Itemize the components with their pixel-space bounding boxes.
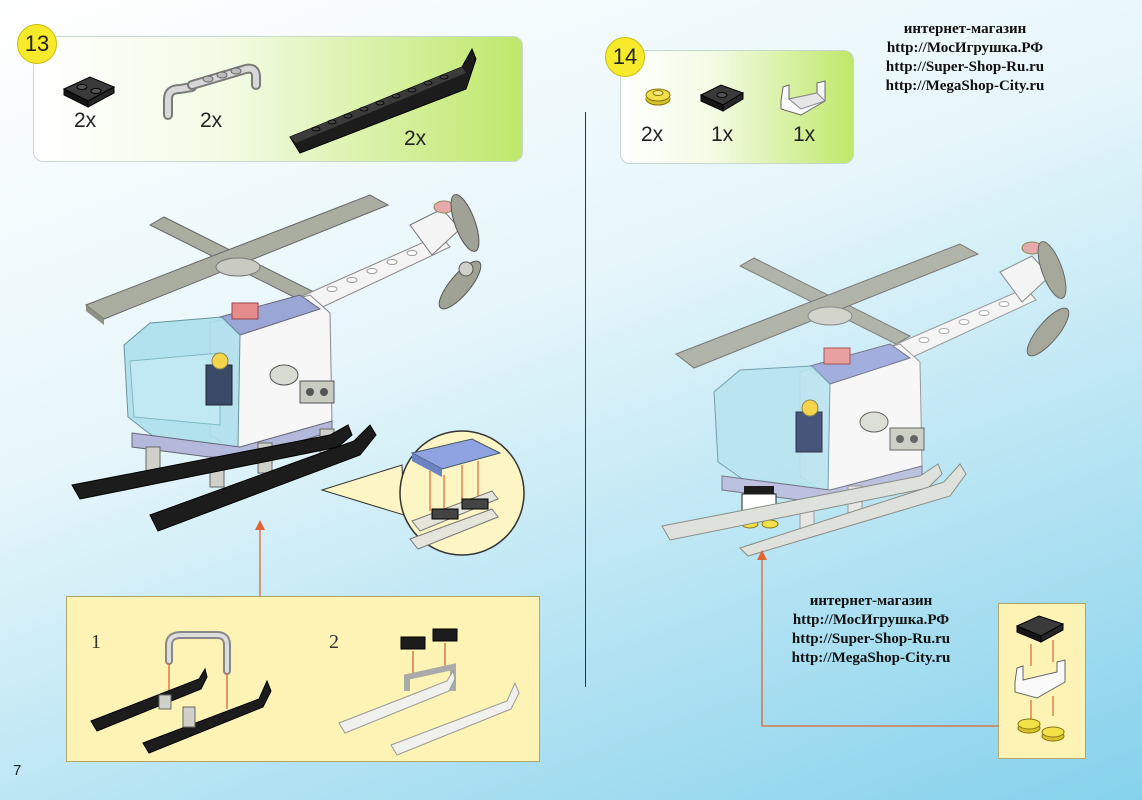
watermark-bottom: интернет-магазин http://МосИгрушка.РФ ht… [764,592,978,668]
step-13-parts-box: 2x 2x 2x [33,36,523,162]
black-skid-plate-icon [289,47,477,154]
watermark-top-line-4: http://MegaShop-City.ru [885,78,1045,94]
page-divider [585,112,586,687]
step-14-subassembly-illustration [1014,615,1066,742]
substep-1-illustration [90,631,272,754]
watermark-top-line-1: интернет-магазин [903,21,1027,37]
step-14-connector-arrow [757,550,1002,727]
step-14-helicopter-illustration [661,241,1070,557]
gray-bar-handle-icon [163,63,261,120]
step-14-parts-box: 2x 1x 1x [620,50,854,164]
watermark-top: интернет-магазин http://МосИгрушка.РФ ht… [860,20,1070,96]
watermark-bottom-line-1: интернет-магазин [809,593,933,609]
zoom-callout [320,430,525,556]
step-13-part-3-qty: 2x [404,127,427,150]
yellow-round-plate-icon [645,88,671,106]
step-14-part-1-qty: 2x [641,123,664,146]
step-14-number: 14 [605,37,645,77]
step-13-part-2-qty: 2x [200,109,223,132]
watermark-bottom-line-4: http://MegaShop-City.ru [791,650,951,666]
step-13-substeps-box: 1 2 [66,596,540,762]
watermark-top-line-2: http://МосИгрушка.РФ [886,40,1044,56]
step-13-helicopter-illustration [71,194,482,532]
page-number: 7 [13,762,22,779]
step-14-subassembly-box [998,603,1086,759]
black-plate-1x2-icon [62,76,116,108]
step-13-number: 13 [17,24,57,64]
substep-1-number: 1 [91,631,101,653]
white-bracket-icon [780,80,826,116]
step-13-connector-arrow [255,520,265,598]
watermark-bottom-line-2: http://МосИгрушка.РФ [792,612,950,628]
step-13-part-1-qty: 2x [74,109,97,132]
substep-2-number: 2 [329,631,339,653]
watermark-bottom-line-3: http://Super-Shop-Ru.ru [791,631,951,647]
watermark-top-line-3: http://Super-Shop-Ru.ru [885,59,1045,75]
black-jumper-plate-icon [699,84,745,112]
step-14-part-2-qty: 1x [711,123,734,146]
substep-2-illustration [338,628,520,756]
step-14-part-3-qty: 1x [793,123,816,146]
